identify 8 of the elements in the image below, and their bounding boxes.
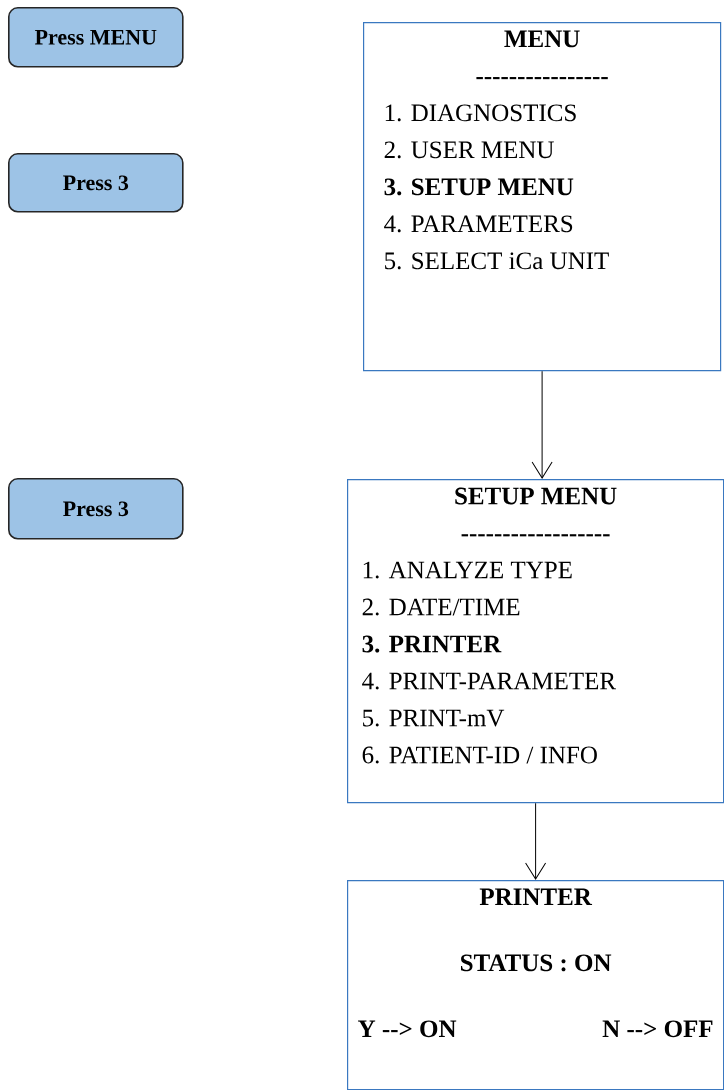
key-button: Press 3 <box>8 478 184 540</box>
key-button: Press MENU <box>8 7 184 68</box>
arrow <box>525 802 547 880</box>
arrow <box>531 370 553 479</box>
menu-screen-box: MENU ---------------- 1. DIAGNOSTICS 2. USER MENU 3. SETUP MENU 4. PARAMETERS 5. SELECT iCa UNIT <box>363 22 722 372</box>
status-screen-box: PRINTER STATUS : ON Y --> ON N --> OFF <box>347 880 724 1090</box>
key-button: Press 3 <box>8 153 184 213</box>
menu-screen-box: SETUP MENU ------------------ 1. ANALYZE TYPE 2. DATE/TIME 3. PRINTER 4. PRINT-PARAMETER 5. PRINT-mV 6. PATIENT-ID / INFO <box>347 479 724 804</box>
